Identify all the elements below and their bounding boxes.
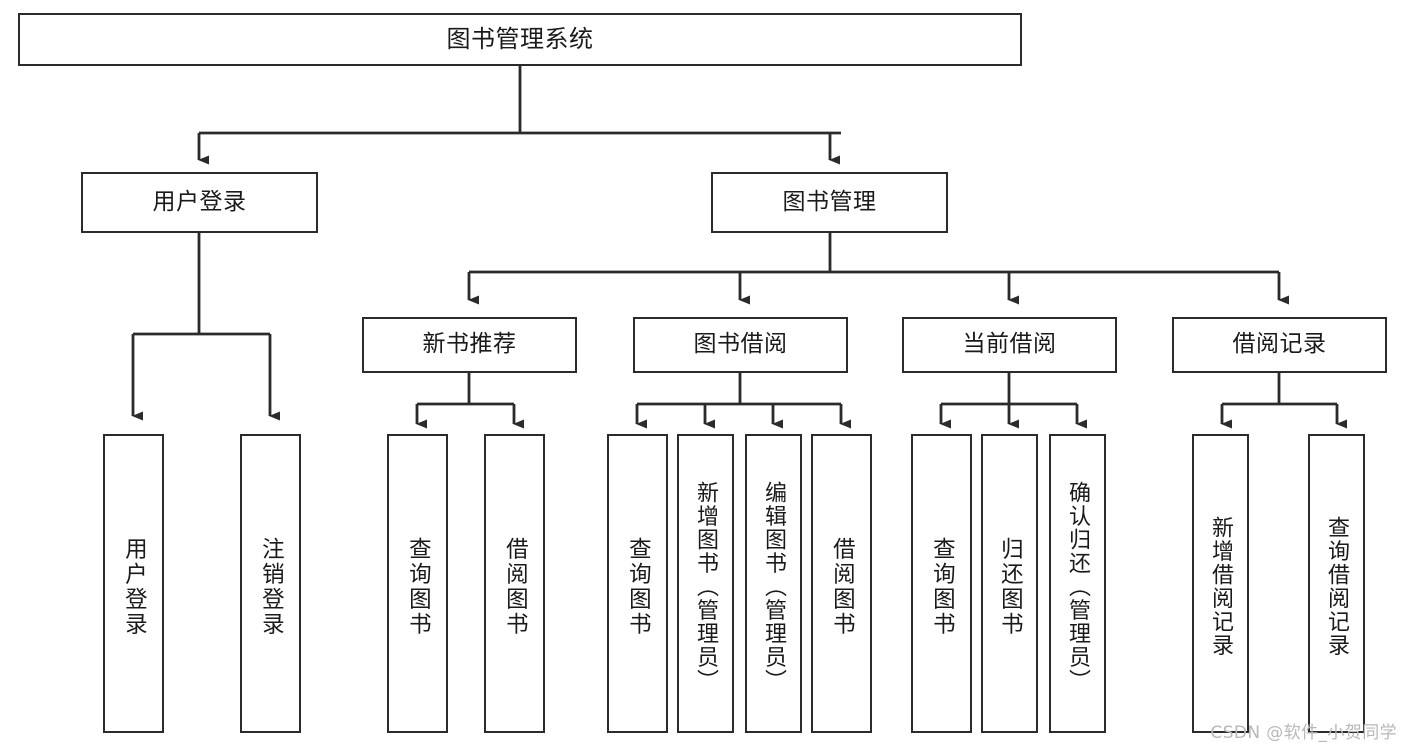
node-label: 新增借阅记录 <box>1208 516 1234 657</box>
node-label: 确认归还（管理员） <box>1065 480 1091 693</box>
leaf-query-borrow-record[interactable]: 查询借阅记录 <box>1308 434 1365 733</box>
node-label: 借阅图书 <box>502 536 529 637</box>
node-new-book-recommend[interactable]: 新书推荐 <box>362 317 577 373</box>
leaf-query-book-borrow[interactable]: 查询图书 <box>607 434 668 733</box>
node-label: 新书推荐 <box>422 331 517 358</box>
node-book-borrow[interactable]: 图书借阅 <box>633 317 848 373</box>
node-label: 借阅图书 <box>829 536 856 637</box>
node-label: 编辑图书（管理员） <box>761 480 787 693</box>
leaf-borrow-book[interactable]: 借阅图书 <box>811 434 872 733</box>
node-label: 查询图书 <box>929 536 956 637</box>
node-label: 查询图书 <box>405 536 432 637</box>
node-book-management[interactable]: 图书管理 <box>711 172 948 233</box>
node-user-login[interactable]: 用户登录 <box>81 172 318 233</box>
node-label: 用户登录 <box>121 536 148 637</box>
node-label: 查询借阅记录 <box>1324 516 1350 657</box>
node-label: 查询图书 <box>625 536 652 637</box>
node-borrow-record[interactable]: 借阅记录 <box>1172 317 1387 373</box>
node-root-system[interactable]: 图书管理系统 <box>18 13 1022 66</box>
leaf-edit-book-admin[interactable]: 编辑图书（管理员） <box>745 434 802 733</box>
leaf-query-book-recommend[interactable]: 查询图书 <box>387 434 448 733</box>
leaf-add-borrow-record[interactable]: 新增借阅记录 <box>1192 434 1249 733</box>
node-current-borrow[interactable]: 当前借阅 <box>902 317 1117 373</box>
node-label: 图书管理 <box>782 188 877 215</box>
leaf-return-book[interactable]: 归还图书 <box>981 434 1038 733</box>
node-label: 当前借阅 <box>962 331 1057 358</box>
node-label: 用户登录 <box>152 188 247 215</box>
leaf-user-login[interactable]: 用户登录 <box>103 434 164 733</box>
node-label: 图书管理系统 <box>446 25 594 54</box>
leaf-borrow-book-recommend[interactable]: 借阅图书 <box>484 434 545 733</box>
leaf-query-book-current[interactable]: 查询图书 <box>911 434 972 733</box>
node-label: 新增图书（管理员） <box>693 480 719 693</box>
node-label: 注销登录 <box>258 536 285 637</box>
node-label: 借阅记录 <box>1232 331 1327 358</box>
node-label: 图书借阅 <box>693 331 788 358</box>
csdn-watermark: CSDN @软件_小贺同学 <box>1210 723 1397 743</box>
leaf-add-book-admin[interactable]: 新增图书（管理员） <box>677 434 734 733</box>
leaf-logout[interactable]: 注销登录 <box>240 434 301 733</box>
leaf-confirm-return-admin[interactable]: 确认归还（管理员） <box>1049 434 1106 733</box>
node-label: 归还图书 <box>997 536 1024 637</box>
